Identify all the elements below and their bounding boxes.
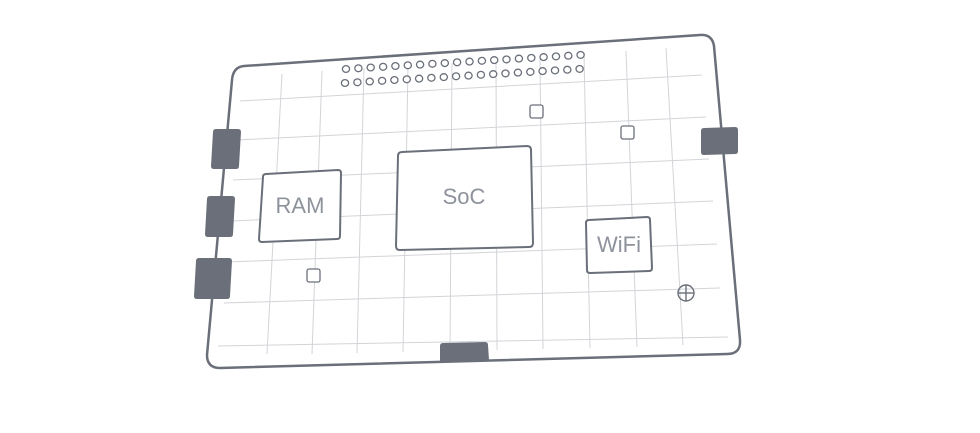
gpio-pin	[402, 75, 412, 84]
gpio-pin	[564, 51, 573, 60]
gpio-pin	[390, 75, 399, 85]
square-pad-icon	[529, 104, 544, 119]
gpio-header	[340, 50, 585, 88]
wifi-chip-label: WiFi	[597, 232, 641, 257]
wifi-chip: WiFi	[584, 215, 654, 275]
gpio-pin	[391, 61, 400, 71]
port-connector-icon	[211, 129, 241, 169]
gpio-pin	[477, 56, 487, 65]
gpio-pin	[527, 53, 536, 62]
gpio-pin	[501, 69, 510, 78]
grid-line	[665, 47, 684, 346]
gpio-pin	[488, 70, 498, 79]
port-connector-icon	[194, 258, 232, 299]
gpio-pin	[465, 57, 474, 66]
grid-line	[217, 336, 729, 347]
gpio-pin	[452, 58, 462, 67]
gpio-pin	[451, 72, 461, 81]
gpio-pin	[563, 65, 572, 74]
gpio-pin	[526, 67, 535, 76]
gpio-pin	[476, 70, 486, 79]
gpio-pin	[377, 76, 387, 85]
soc-chip-label: SoC	[443, 184, 486, 209]
gpio-pin	[489, 56, 499, 65]
gpio-pin	[428, 59, 437, 68]
gpio-pin	[365, 77, 374, 86]
ram-chip: RAM	[257, 168, 343, 244]
gpio-pin	[514, 54, 524, 63]
grid-line	[223, 287, 721, 304]
square-pad-icon	[306, 268, 321, 283]
gpio-pin	[378, 62, 388, 71]
gpio-pin	[575, 64, 584, 73]
square-pad-icon	[620, 125, 635, 140]
gpio-pin	[354, 64, 363, 73]
grid-line	[625, 50, 638, 348]
gpio-pin	[513, 68, 523, 77]
gpio-pin	[502, 55, 511, 64]
gpio-pin	[403, 61, 413, 70]
edge-ports	[194, 127, 738, 361]
port-connector-icon	[205, 196, 235, 237]
port-connector-icon	[440, 342, 489, 361]
gpio-pin	[439, 73, 449, 82]
soc-chip: SoC	[394, 144, 535, 252]
gpio-pin	[415, 60, 425, 69]
ram-chip-label: RAM	[276, 193, 325, 218]
grid-line	[239, 74, 703, 102]
gpio-pin	[538, 67, 547, 76]
gpio-pin	[366, 63, 375, 72]
gpio-pin	[464, 71, 473, 80]
gpio-pin	[427, 73, 436, 82]
mounting-hole-icon	[677, 284, 695, 302]
gpio-pin	[340, 78, 350, 88]
square-pads	[306, 104, 635, 283]
gpio-pin	[440, 59, 450, 68]
gpio-pin	[341, 64, 351, 74]
gpio-pin	[353, 78, 362, 87]
gpio-pin	[539, 53, 548, 62]
gpio-pin	[576, 50, 585, 59]
grid-line	[235, 116, 707, 141]
gpio-pin	[550, 66, 560, 75]
grid-line	[583, 53, 591, 349]
port-connector-icon	[701, 127, 738, 155]
gpio-pin	[414, 74, 424, 83]
grid-line	[356, 67, 365, 354]
gpio-pin	[551, 52, 561, 61]
